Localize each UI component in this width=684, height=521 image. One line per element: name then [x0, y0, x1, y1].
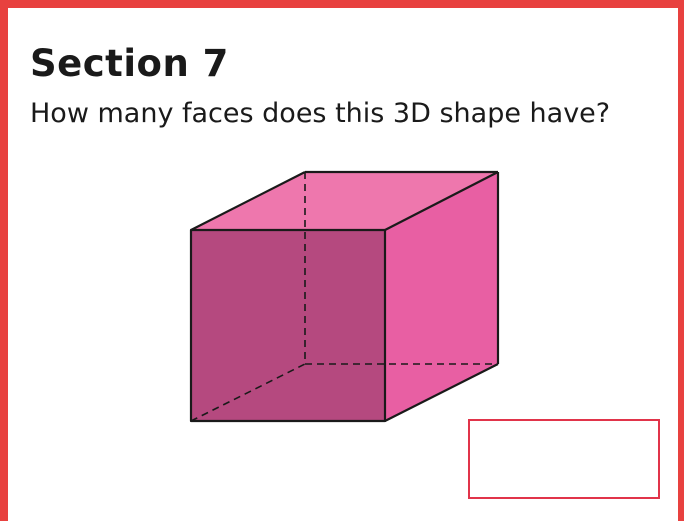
question-text: How many faces does this 3D shape have?	[30, 98, 611, 129]
cube-visible-edges	[189, 170, 500, 423]
answer-input[interactable]	[468, 419, 660, 499]
cube-hidden-edges	[190, 172, 498, 422]
section-title: Section 7	[30, 42, 229, 85]
cube-side-face	[385, 172, 498, 421]
cube-front-face	[191, 230, 385, 421]
cube-top-face	[191, 172, 498, 230]
